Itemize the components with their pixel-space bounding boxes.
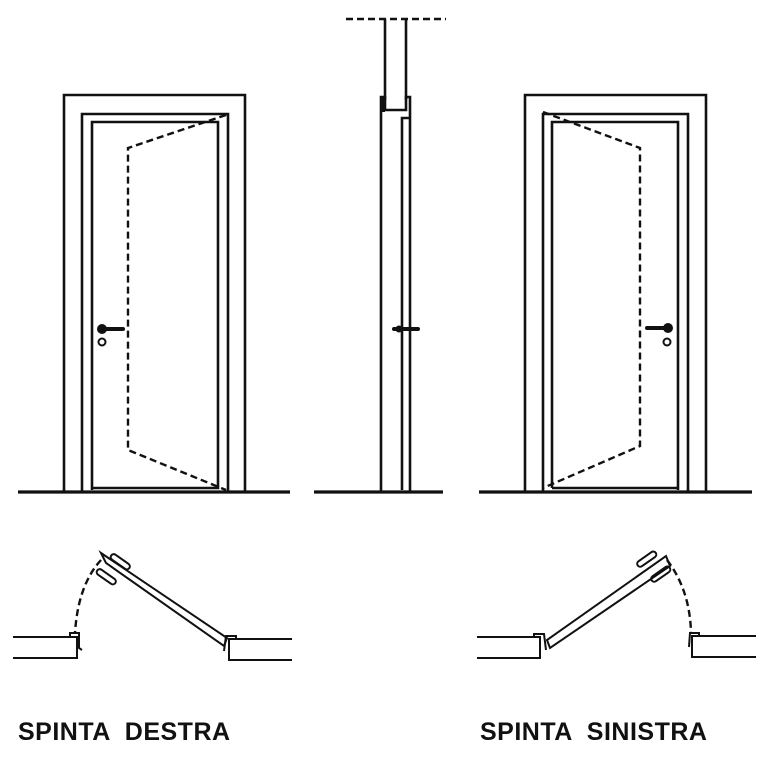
front-elevation-spinta-sinistra [479, 93, 752, 494]
plan-view-spinta-destra [13, 550, 292, 661]
side-section-view [314, 17, 446, 494]
door-handle-icon [97, 324, 125, 347]
plan-view-spinta-sinistra [477, 550, 756, 659]
label-spinta-destra: SPINTA DESTRA [18, 718, 231, 746]
door-handle-icon [645, 323, 673, 347]
front-elevation-spinta-destra [18, 93, 290, 494]
door-handle-icon [392, 325, 420, 333]
label-spinta-sinistra: SPINTA SINISTRA [480, 718, 708, 746]
